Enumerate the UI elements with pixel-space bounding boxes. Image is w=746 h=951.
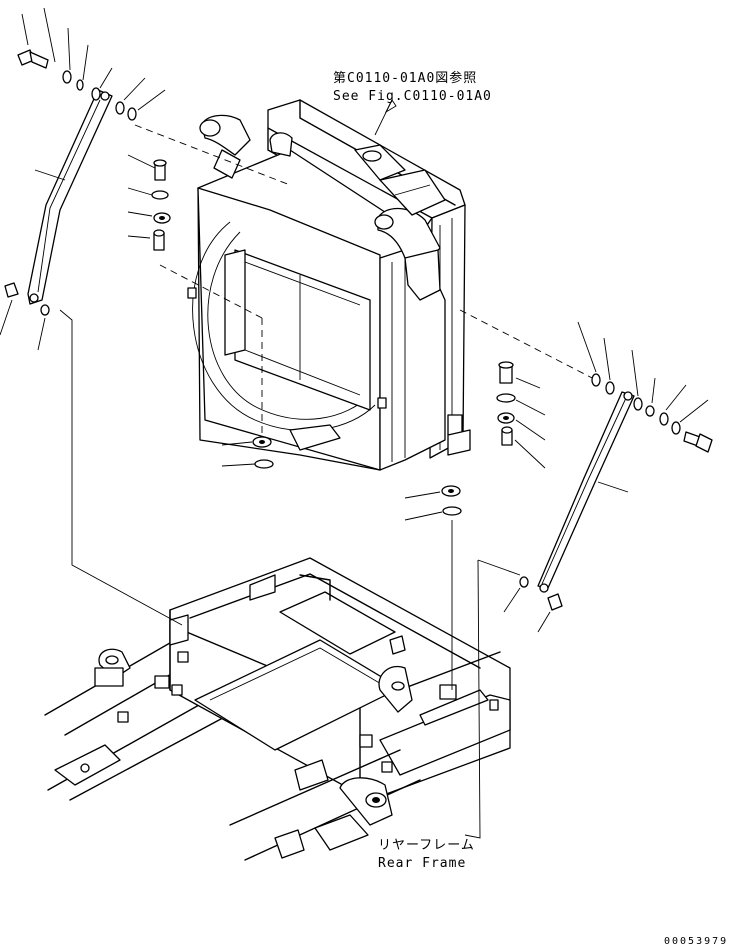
figure-reference-jp: 第C0110-01A0図参照 [333, 71, 478, 86]
radiator-assembly [134, 99, 601, 471]
right-mount-parts [441, 361, 516, 516]
rear-frame-label-jp: リヤーフレーム [378, 838, 475, 853]
drawing-code: 00053979 [664, 936, 729, 947]
leader-lines [0, 7, 709, 633]
figure-reference-en: See Fig.C0110-01A0 [333, 89, 492, 104]
connection-lines [59, 99, 521, 839]
rear-frame [44, 557, 511, 861]
right-stay-rod [519, 373, 713, 611]
left-stay-rod [4, 49, 137, 316]
rear-frame-label-en: Rear Frame [378, 856, 467, 871]
left-mount-parts [151, 159, 274, 469]
